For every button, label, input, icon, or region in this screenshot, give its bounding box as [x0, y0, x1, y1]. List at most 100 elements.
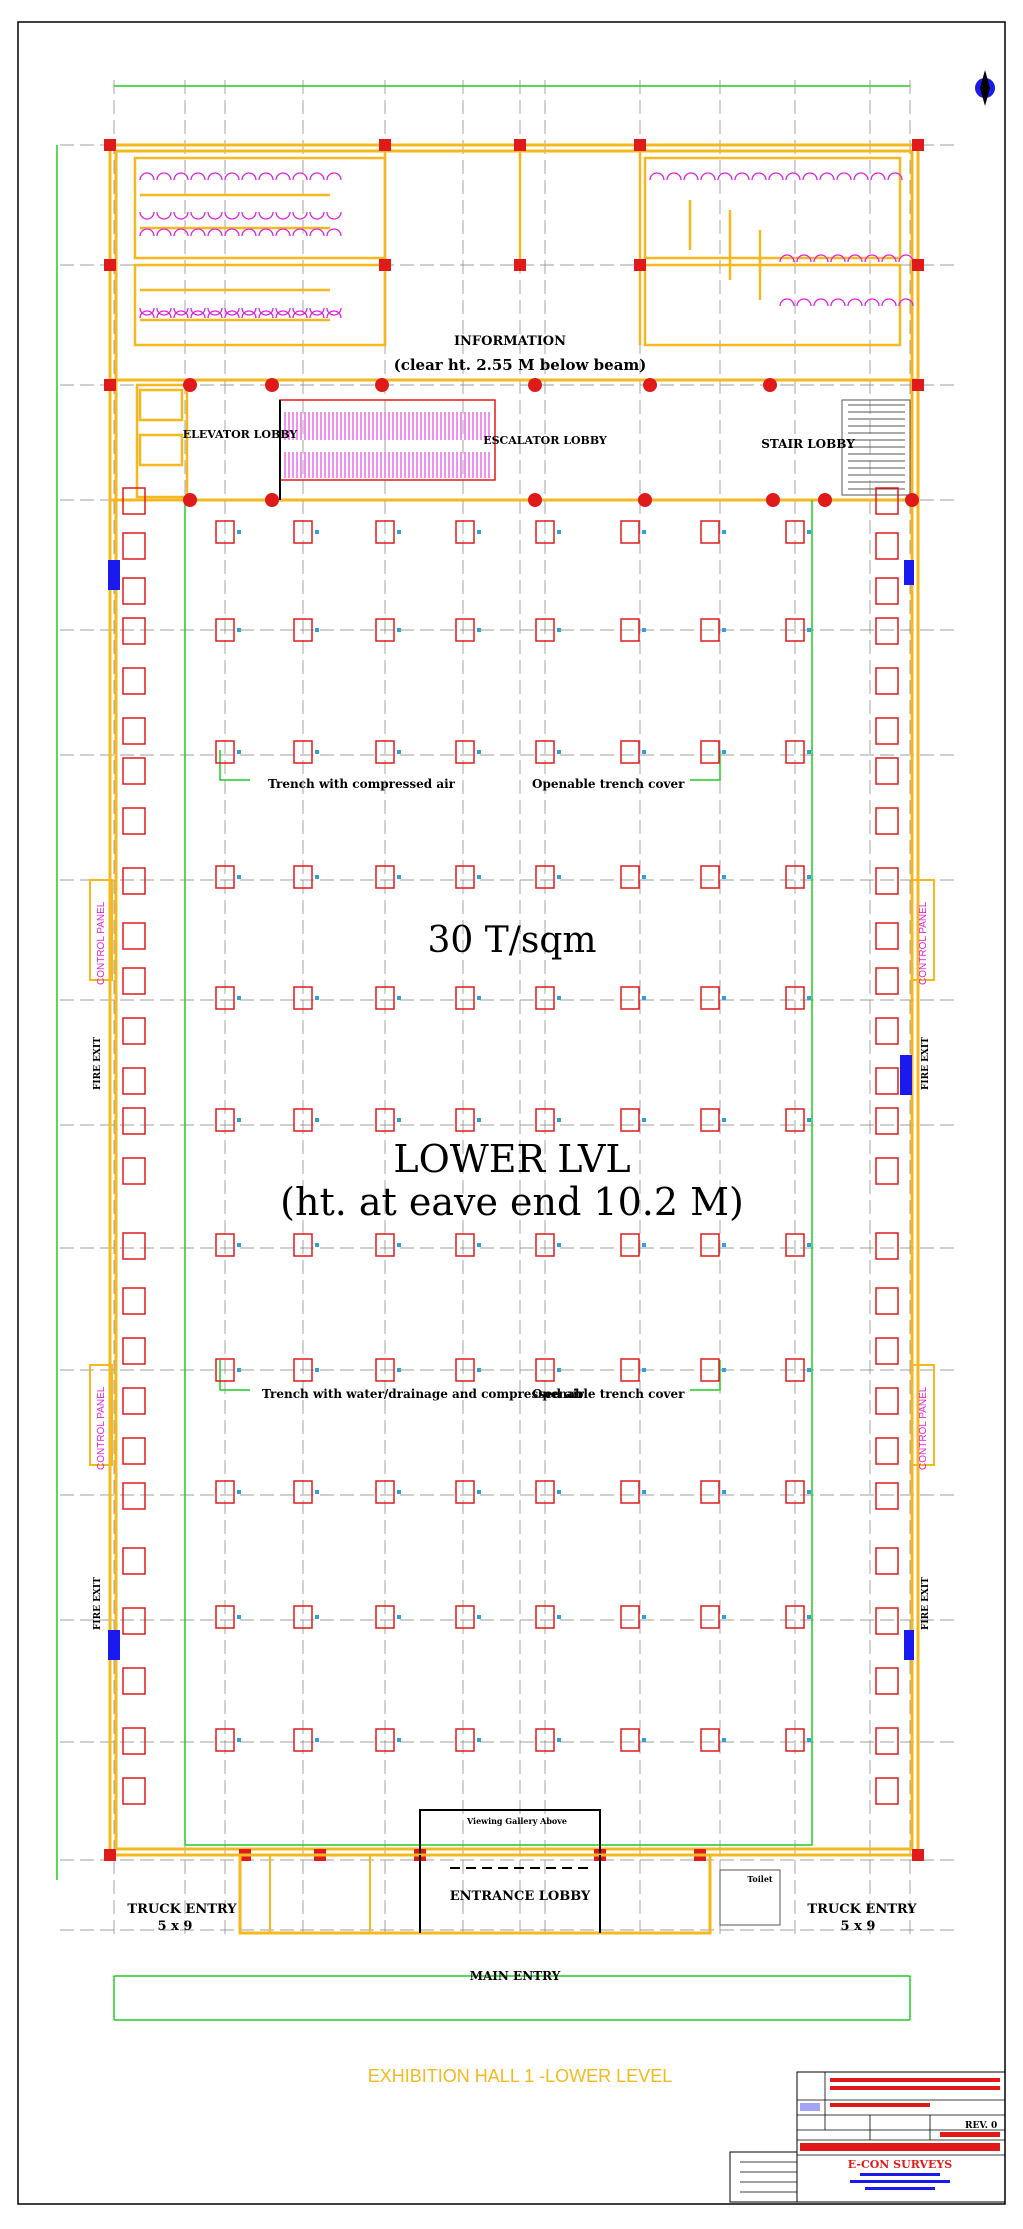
toilet-fixture: [887, 172, 903, 181]
column-marker: [315, 1615, 319, 1619]
column-box: [375, 1480, 395, 1504]
toilet-fixture: [309, 172, 325, 181]
column-marker: [722, 996, 726, 1000]
toilet-fixture: [796, 254, 812, 263]
title-block: REV. 0 E-CON SURVEYS: [729, 2071, 1006, 2203]
column-box: [375, 618, 395, 642]
perimeter-box: [875, 1107, 899, 1135]
perimeter-box: [122, 717, 146, 745]
column-box: [700, 740, 720, 764]
toilet-fixture: [190, 211, 206, 220]
toilet-fixture: [258, 307, 274, 316]
viewing-gallery-label: Viewing Gallery Above: [466, 1816, 567, 1826]
toilet-fixture: [224, 310, 240, 319]
perimeter-box: [122, 667, 146, 695]
perimeter-box: [122, 1667, 146, 1695]
toilet-fixture: [700, 172, 716, 181]
column-marker: [315, 1738, 319, 1742]
column-box: [700, 1480, 720, 1504]
column-box: [785, 1728, 805, 1752]
perimeter-box: [122, 1287, 146, 1315]
dimension-lines: [56, 85, 911, 2021]
perimeter-box: [875, 617, 899, 645]
column-marker: [807, 1615, 811, 1619]
round-column: [643, 378, 657, 392]
perimeter-box: [122, 867, 146, 895]
main-sublabel: (ht. at eave end 10.2 M): [280, 1180, 744, 1224]
toilet-fixture: [292, 307, 308, 316]
perimeter-box: [122, 1017, 146, 1045]
column-box: [700, 1728, 720, 1752]
toilet-fixture: [207, 172, 223, 181]
column-box: [215, 986, 235, 1010]
column-marker: [237, 1615, 241, 1619]
column-marker: [237, 1368, 241, 1372]
wall-columns: [104, 139, 924, 1861]
toilet-fixture: [326, 310, 342, 319]
column-marker: [397, 1738, 401, 1742]
column-marker: [722, 750, 726, 754]
column-box: [620, 1233, 640, 1257]
column-marker: [477, 530, 481, 534]
column-marker: [315, 875, 319, 879]
round-column: [766, 493, 780, 507]
control-panel-left-2: CONTROL PANEL: [96, 1386, 107, 1470]
toilet-fixture: [796, 298, 812, 307]
main-entry-label: MAIN ENTRY: [470, 1969, 561, 1983]
toilet-fixture: [292, 228, 308, 237]
column-box: [455, 618, 475, 642]
column-marker: [315, 530, 319, 534]
perimeter-box: [875, 807, 899, 835]
column-box: [293, 740, 313, 764]
perimeter-box: [122, 1777, 146, 1805]
toilet-fixture: [864, 254, 880, 263]
column-marker: [397, 628, 401, 632]
toilet-fixture: [156, 307, 172, 316]
toilet-fixture: [292, 172, 308, 181]
trench-cover-label-2: Openable trench cover: [532, 1387, 685, 1401]
column-box: [375, 986, 395, 1010]
control-panel-right-2: CONTROL PANEL: [918, 1386, 929, 1470]
column-box: [535, 1605, 555, 1629]
column-marker: [397, 1490, 401, 1494]
column-box: [700, 618, 720, 642]
toilet-fixture: [173, 307, 189, 316]
toilet-fixture: [190, 228, 206, 237]
column-box: [293, 865, 313, 889]
column-marker: [477, 1615, 481, 1619]
column-box: [535, 1108, 555, 1132]
column-marker: [557, 1368, 561, 1372]
column-marker: [477, 1738, 481, 1742]
column-marker: [315, 1243, 319, 1247]
column-box: [785, 1233, 805, 1257]
side-elements: [89, 560, 935, 1660]
elevator-lobby-label: ELEVATOR LOBBY: [183, 428, 298, 441]
perimeter-box: [122, 487, 146, 515]
toilet-fixture: [813, 254, 829, 263]
column-box: [455, 1728, 475, 1752]
perimeter-box: [875, 1017, 899, 1045]
column-marker: [557, 1615, 561, 1619]
column-marker: [557, 996, 561, 1000]
column-box: [785, 1480, 805, 1504]
escalator-lobby-label: ESCALATOR LOBBY: [483, 434, 607, 447]
sheet-border: [17, 21, 1006, 2205]
toilet-fixture: [309, 211, 325, 220]
perimeter-box: [875, 1337, 899, 1365]
perimeter-box: [875, 1482, 899, 1510]
wall-column: [104, 1849, 116, 1861]
round-column: [528, 493, 542, 507]
column-box: [620, 1108, 640, 1132]
column-marker: [807, 875, 811, 879]
perimeter-box: [122, 1727, 146, 1755]
fire-exit-left-2: FIRE EXIT: [93, 1577, 103, 1630]
column-box: [455, 1108, 475, 1132]
control-panel-right-1: CONTROL PANEL: [918, 901, 929, 985]
toilet-fixture: [830, 298, 846, 307]
column-box: [785, 1108, 805, 1132]
column-box: [293, 618, 313, 642]
toilet-fixture: [898, 298, 914, 307]
column-box: [215, 1728, 235, 1752]
column-marker: [807, 1118, 811, 1122]
column-box: [455, 986, 475, 1010]
